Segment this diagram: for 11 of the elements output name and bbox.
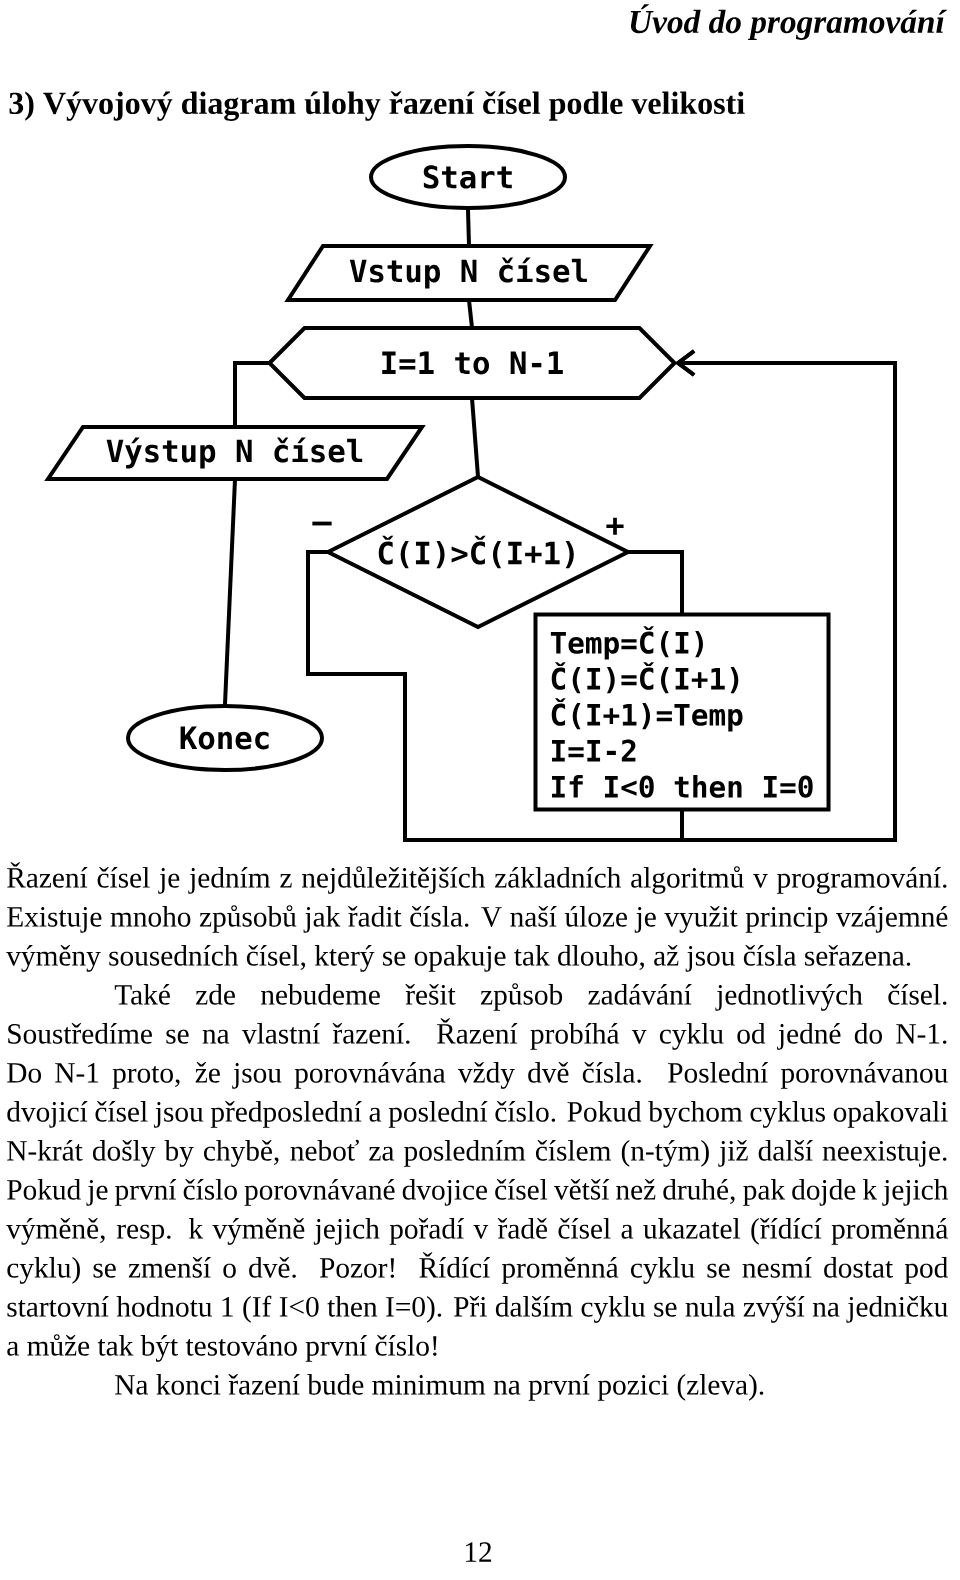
page-header: Úvod do programování — [630, 4, 947, 40]
connector-line — [674, 349, 897, 842]
connector-line — [626, 550, 684, 615]
edge-label: – — [311, 520, 333, 534]
edge-label: + — [604, 516, 626, 538]
body-paragraph: Řazení čísel je jedním z nejdůležitějších základních algoritmů v programování. Existuje mnoho způsobů jak řadit čísla. V naší úloze je využit princip vzájemné výměny sousedních čísel, který se opakuje tak dlouho, až jsou čísla seřazena. — [6, 862, 948, 972]
section-title: 3) Vývojový diagram úlohy řazení čísel podle velikosti — [9, 91, 745, 121]
body-paragraph: Také zde nebudeme řešit způsob zadávání jednotlivých čísel. Soustředíme se na vlastní řazení. Řazení probíhá v cyklu od jedné do N-1. Do N-1 proto, že jsou porovnávána vždy dvě čísla. Poslední porovnávanou dvojicí čísel jsou předposlední a poslední číslo. Pokud bychom cyklus opakovali N-krát došly by chybě, neboť za posledním číslem (n-tým) již další neexistuje. Pokud je první číslo porovnávané dvojice čísel větší než druhé, pak dojde k jejich výměně, resp. k výměně jejich pořadí v řadě čísel a ukazatel (řídící proměnná cyklu) se zmenší o dvě. Pozor! Řídící proměnná cyklu se nesmí dostat pod startovní hodnotu 1 (If I<0 then I=0). Při dalším cyklu se nula zvýší na jedničku a může tak být testováno první číslo! — [6, 983, 948, 1362]
page-number: 12 — [465, 1542, 492, 1562]
process-box: Temp=Č(I) Č(I)=Č(I+1) Č(I+1)=Temp I=I-2 If I<0 then I=0 — [533, 612, 831, 812]
body-paragraph: Na konci řazení bude minimum na první pozici (zleva). — [115, 1374, 764, 1401]
